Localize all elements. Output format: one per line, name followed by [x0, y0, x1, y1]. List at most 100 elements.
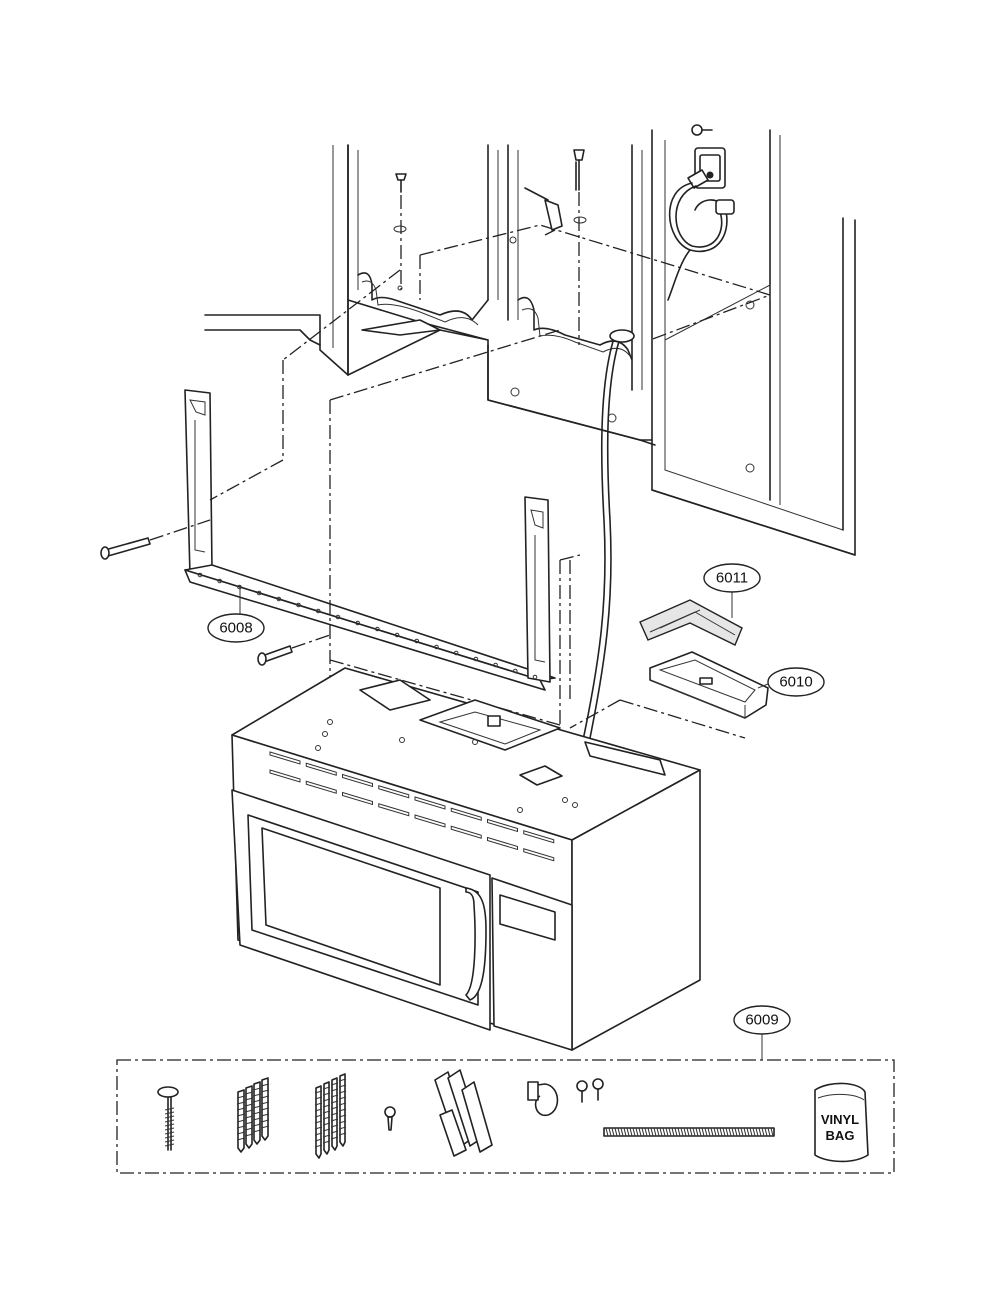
- thread-line: [330, 1106, 339, 1110]
- spring-tick: [638, 1127, 642, 1137]
- plate-hole: [296, 602, 301, 608]
- plate-hole: [315, 608, 321, 614]
- spring-tick: [689, 1127, 693, 1137]
- wall-outlet: [687, 124, 726, 189]
- spring-tick: [743, 1127, 747, 1137]
- thread-line: [330, 1130, 339, 1134]
- thread-line: [330, 1118, 339, 1122]
- thread-line: [338, 1096, 347, 1100]
- vinyl-bag-line1: VINYL: [821, 1112, 859, 1127]
- plate-hole: [493, 662, 498, 668]
- thread-line: [164, 1131, 175, 1135]
- thread-line: [244, 1133, 254, 1137]
- thread-line: [164, 1107, 175, 1111]
- thread-line: [236, 1113, 246, 1117]
- microwave-oven: [231, 667, 701, 1051]
- spring-tick: [659, 1127, 663, 1137]
- filter-frame: [649, 651, 769, 719]
- thread-line: [244, 1109, 254, 1113]
- toggle-bolt-icon: [157, 1086, 179, 1151]
- vent-slot: [487, 836, 518, 851]
- spring-tick: [680, 1127, 684, 1137]
- spring-tick: [668, 1127, 672, 1137]
- plate-hole: [335, 614, 341, 620]
- thread-line: [314, 1138, 323, 1142]
- spring-strip-icon: [603, 1127, 775, 1137]
- thread-line: [330, 1124, 339, 1128]
- callout-6009: 6009: [733, 1005, 791, 1060]
- toggle-wings-icon: [434, 1069, 493, 1157]
- spring-tick: [764, 1127, 768, 1137]
- thread-line: [260, 1107, 270, 1111]
- spring-tick: [767, 1127, 771, 1137]
- thread-line: [252, 1087, 262, 1091]
- plate-hole: [375, 626, 380, 632]
- plate-hole: [512, 668, 518, 674]
- spring-tick: [620, 1127, 624, 1137]
- plate-hole: [434, 644, 439, 650]
- spring-tick: [752, 1127, 756, 1137]
- thread-line: [330, 1082, 339, 1086]
- vent-slot: [523, 848, 555, 862]
- thread-line: [260, 1083, 270, 1087]
- spring-tick: [710, 1127, 714, 1137]
- vent-slot: [523, 830, 555, 844]
- thread-line: [244, 1097, 254, 1101]
- vent-slot: [487, 818, 518, 833]
- vinyl-bag-icon: VINYL BAG: [814, 1082, 869, 1163]
- spring-tick: [617, 1127, 621, 1137]
- spring-tick: [734, 1127, 738, 1137]
- thread-line: [338, 1084, 347, 1088]
- spring-tick: [653, 1127, 657, 1137]
- thread-line: [244, 1115, 254, 1119]
- spring-tick: [761, 1127, 765, 1137]
- thread-line: [322, 1140, 331, 1144]
- vent-slot: [414, 796, 446, 810]
- callout-6010: 6010: [757, 667, 825, 697]
- spring-tick: [629, 1127, 633, 1137]
- spring-tick: [704, 1127, 708, 1137]
- spring-tick: [608, 1127, 612, 1137]
- vent-slot: [342, 791, 373, 806]
- thread-line: [338, 1132, 347, 1136]
- thread-line: [236, 1101, 246, 1105]
- spring-tick: [674, 1127, 678, 1137]
- thread-line: [322, 1110, 331, 1114]
- thread-line: [252, 1093, 262, 1097]
- thread-line: [322, 1122, 331, 1126]
- vent-slot: [450, 807, 482, 821]
- spring-tick: [758, 1127, 762, 1137]
- thread-line: [314, 1090, 323, 1094]
- thread-line: [260, 1119, 270, 1123]
- spring-tick: [611, 1127, 615, 1137]
- spring-tick: [707, 1127, 711, 1137]
- thread-line: [164, 1123, 175, 1127]
- spring-tick: [716, 1127, 720, 1137]
- wall-mounting-plate: [184, 389, 556, 691]
- thread-line: [252, 1129, 262, 1133]
- thread-line: [252, 1123, 262, 1127]
- thread-line: [330, 1100, 339, 1104]
- spring-tick: [728, 1127, 732, 1137]
- vent-slot: [414, 814, 446, 828]
- thread-line: [338, 1090, 347, 1094]
- screw-anchor-set-2: [314, 1073, 347, 1159]
- spring-tick: [641, 1127, 645, 1137]
- thread-line: [252, 1105, 262, 1109]
- spring-tick: [692, 1127, 696, 1137]
- spring-tick: [650, 1127, 654, 1137]
- spring-tick: [749, 1127, 753, 1137]
- plate-hole: [217, 578, 223, 584]
- thread-line: [322, 1092, 331, 1096]
- spring-tick: [632, 1127, 636, 1137]
- thread-line: [260, 1095, 270, 1099]
- power-cord: [581, 182, 735, 749]
- spring-tick: [644, 1127, 648, 1137]
- spring-tick: [656, 1127, 660, 1137]
- installation-kit: VINYL BAG: [116, 1059, 895, 1174]
- thread-line: [322, 1098, 331, 1102]
- spring-tick: [614, 1127, 618, 1137]
- thread-line: [330, 1112, 339, 1116]
- spring-tick: [719, 1127, 723, 1137]
